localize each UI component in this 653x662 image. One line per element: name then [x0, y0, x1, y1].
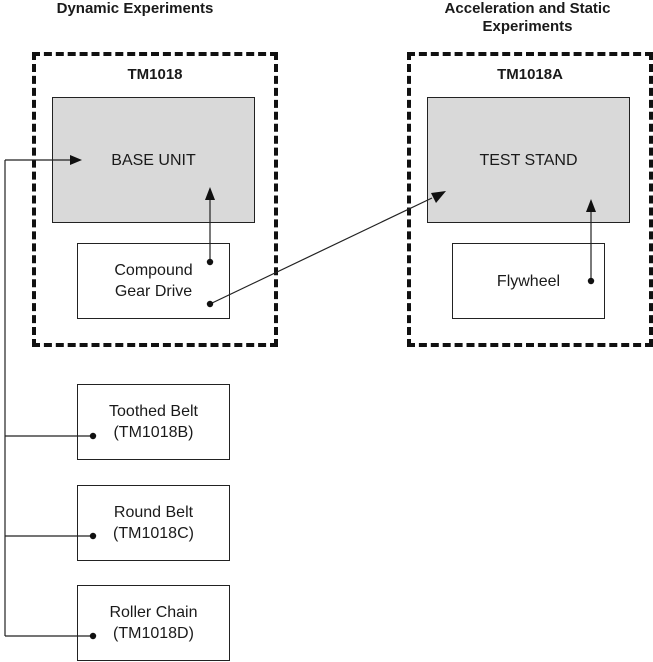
toothed-belt-box: Toothed Belt (TM1018B) — [77, 384, 230, 460]
toothed-belt-label: Toothed Belt (TM1018B) — [109, 403, 198, 441]
test-stand-label: TEST STAND — [479, 151, 578, 169]
compound-gear-drive-box: Compound Gear Drive — [77, 243, 230, 319]
group-title-tm1018: TM1018 — [127, 66, 183, 83]
round-belt-box: Round Belt (TM1018C) — [77, 485, 230, 561]
test-stand-box: TEST STAND — [427, 97, 630, 223]
heading-dynamic-experiments: Dynamic Experiments — [56, 0, 214, 17]
round-belt-label: Round Belt (TM1018C) — [113, 504, 194, 542]
heading-acceleration-static: Acceleration and Static Experiments — [405, 0, 650, 36]
flywheel-box: Flywheel — [452, 243, 605, 319]
base-unit-box: BASE UNIT — [52, 97, 255, 223]
heading-acceleration-static-line2: Experiments — [482, 18, 573, 35]
group-title-tm1018a: TM1018A — [497, 66, 563, 83]
flywheel-label: Flywheel — [496, 272, 561, 290]
heading-acceleration-static-line1: Acceleration and Static — [444, 0, 611, 17]
compound-gear-drive-label: Compound Gear Drive — [114, 262, 193, 300]
roller-chain-label: Roller Chain (TM1018D) — [109, 604, 198, 642]
roller-chain-box: Roller Chain (TM1018D) — [77, 585, 230, 661]
base-unit-label: BASE UNIT — [111, 151, 196, 169]
